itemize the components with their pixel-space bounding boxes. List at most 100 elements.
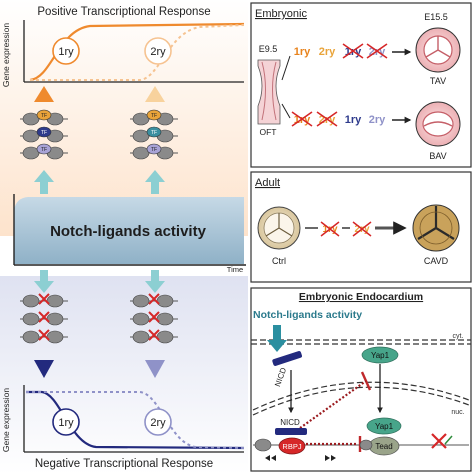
rbpj-label: RBPJ <box>282 442 301 451</box>
bav-label: BAV <box>429 151 446 161</box>
gene-expression-label-bottom: Gene expression <box>1 388 11 453</box>
red-x-icon <box>342 43 364 59</box>
endocardium-panel: Embryonic Endocardium Notch-ligands acti… <box>250 287 472 472</box>
red-x-icon <box>38 311 50 323</box>
embryo-bot-2ry-lilac: 2ry <box>369 114 386 126</box>
embryo-top-2ry: 2ry <box>319 46 336 58</box>
tf-teal-icon <box>146 126 162 138</box>
tf-navy-icon <box>36 126 52 138</box>
transcription-triangles <box>331 455 336 461</box>
orange-up-arrow <box>34 86 54 102</box>
nicd-bar-cyt <box>272 351 302 366</box>
red-x-icon <box>316 111 338 127</box>
tf-orange-icon <box>36 109 52 121</box>
teal-down-arrow-right <box>145 270 165 293</box>
badge-1ry-top-label: 1ry <box>58 46 74 58</box>
cavd-label: CAVD <box>424 256 449 266</box>
red-x-icon <box>148 293 160 305</box>
tav-label: TAV <box>430 76 446 86</box>
chromatin-group-positive-1ry: TF TF TF <box>20 109 68 160</box>
oft-branch-bottom <box>281 103 291 119</box>
yap1-nuc <box>366 417 402 435</box>
svg-text:TF: TF <box>41 147 47 153</box>
lilac-down-arrow <box>145 360 165 378</box>
light-orange-up-arrow <box>145 86 165 102</box>
chromatin-group-positive-2ry: TF TF TF <box>130 109 178 160</box>
ctrl-label: Ctrl <box>272 256 286 266</box>
badge-1ry-bottom <box>52 408 80 436</box>
embryo-top-1ry: 1ry <box>294 46 311 58</box>
ctrl-valve-icon <box>257 206 301 250</box>
badge-2ry-bottom-label: 2ry <box>150 417 166 429</box>
transcription-triangles <box>325 455 330 461</box>
nuclear-envelope-inner <box>252 386 470 416</box>
nuclear-envelope <box>252 381 470 411</box>
cyt-label: cyt. <box>453 333 464 340</box>
oft-branch-top <box>281 55 291 81</box>
notch-activity-plot: Notch-ligands activity Time <box>13 194 246 274</box>
nicd-bar-nuc <box>275 428 307 435</box>
stage-e155: E15.5 <box>424 12 448 22</box>
badge-2ry-top-label: 2ry <box>150 46 166 58</box>
cavd-valve-icon <box>412 204 460 252</box>
embryonic-heading: Embryonic <box>255 8 307 20</box>
red-x-icon <box>291 111 313 127</box>
svg-text:TF: TF <box>151 113 157 119</box>
stage-e95: E9.5 <box>259 44 278 54</box>
navy-down-arrow <box>34 360 54 378</box>
tav-valve-icon <box>415 27 461 73</box>
nucleosome-icon <box>254 438 272 452</box>
teal-up-arrow-left <box>34 170 54 194</box>
gene-arrow-icon <box>444 435 453 445</box>
transcription-triangles <box>271 455 276 461</box>
yap1-nuc-label: Yap1 <box>375 422 394 431</box>
yap1-cyt-label: Yap1 <box>371 351 390 360</box>
transcription-triangles <box>265 455 270 461</box>
nucleosome-icon <box>359 439 373 451</box>
badge-2ry-bottom <box>144 408 172 436</box>
adult-panel: Adult Ctrl 1ry 2ry CAVD <box>250 171 472 283</box>
red-x-icon <box>366 43 388 59</box>
svg-text:TF: TF <box>151 130 157 136</box>
red-x-icon <box>38 329 50 341</box>
red-x-icon <box>148 329 160 341</box>
oft-label: OFT <box>260 127 277 137</box>
negative-panel: Gene expression 1ry 2ry Negative Transcr… <box>0 270 248 474</box>
red-x-icon <box>320 221 340 237</box>
embryo-bot-1ry-blue: 1ry <box>345 114 362 126</box>
teal-down-arrow-left <box>34 270 54 293</box>
adult-heading: Adult <box>255 177 280 189</box>
inhibit-dotted-cyt <box>299 380 367 429</box>
bav-valve-icon <box>415 101 461 147</box>
embryonic-panel: Embryonic E9.5 E15.5 OFT 1ry 2ry 1ry 2ry… <box>250 2 472 168</box>
badge-2ry-top <box>144 37 172 65</box>
svg-text:TF: TF <box>41 113 47 119</box>
rbpj-icon <box>278 437 306 455</box>
badge-1ry-top <box>52 37 80 65</box>
endo-notch-label: Notch-ligands activity <box>253 309 362 321</box>
negative-title: Negative Transcriptional Response <box>35 458 213 470</box>
svg-text:TF: TF <box>151 147 157 153</box>
chromatin-group-negative-2ry <box>130 293 178 344</box>
red-x-icon <box>431 433 447 449</box>
positive-title: Positive Transcriptional Response <box>37 6 210 18</box>
gene-expression-label-top: Gene expression <box>1 23 11 88</box>
badge-1ry-bottom-label: 1ry <box>58 417 74 429</box>
red-x-icon <box>352 221 372 237</box>
time-label: Time <box>227 265 243 274</box>
red-x-icon <box>38 293 50 305</box>
nuc-label: nuc. <box>451 409 464 416</box>
red-x-icon <box>148 311 160 323</box>
yap1-cyt <box>361 346 399 364</box>
nicd-nuc-label: NICD <box>280 418 300 427</box>
chromatin-group-negative-1ry <box>20 293 68 344</box>
teal-up-arrow-right <box>145 170 165 194</box>
tead-label: Tead <box>375 442 392 451</box>
svg-text:TF: TF <box>41 130 47 136</box>
notch-down-arrow <box>267 325 287 352</box>
oft-icon <box>257 59 281 125</box>
notch-activity-label: Notch-ligands activity <box>50 223 207 240</box>
tf-lilac-icon <box>36 143 52 155</box>
tf-lilac-icon-2 <box>146 143 162 155</box>
positive-panel: Positive Transcriptional Response Gene e… <box>0 0 248 236</box>
